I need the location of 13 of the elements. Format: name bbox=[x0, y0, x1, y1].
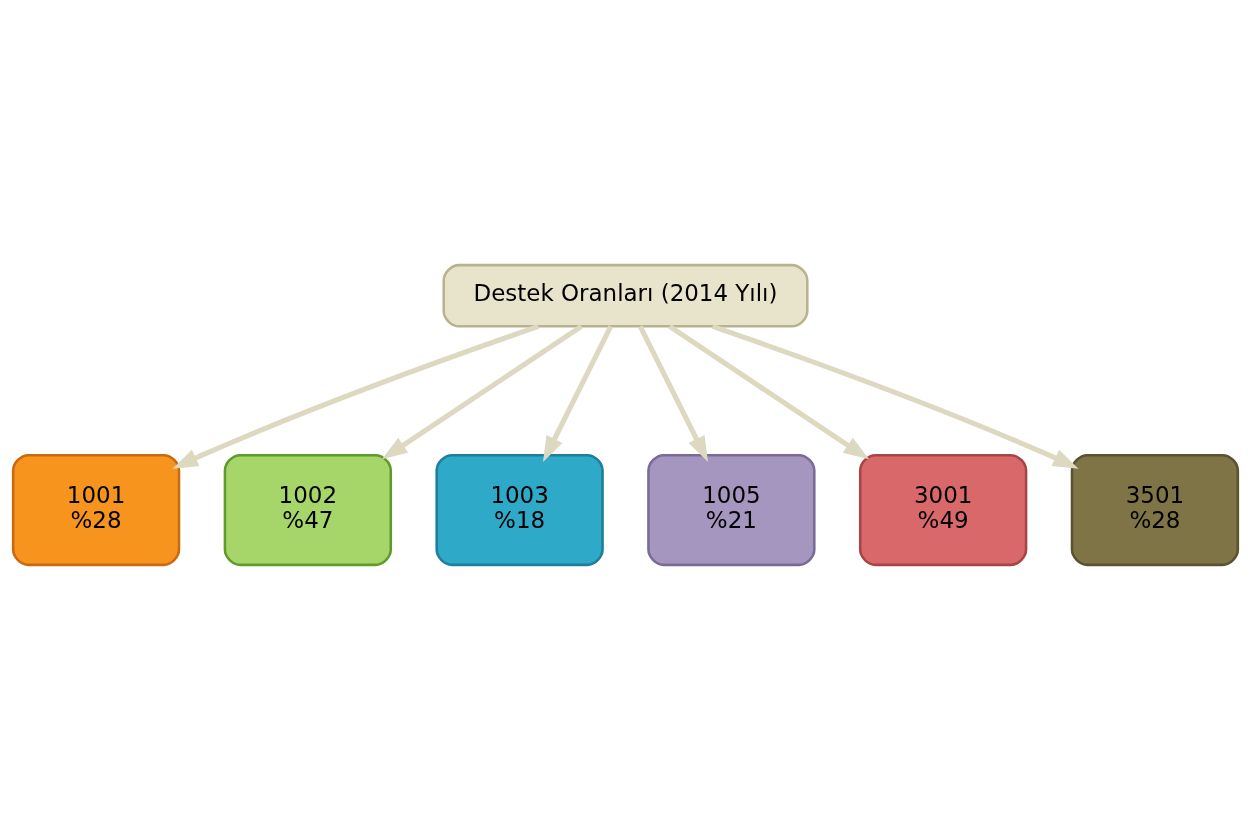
arrow bbox=[668, 323, 870, 459]
node-box: 3501 %28 bbox=[1070, 453, 1240, 566]
node-box: Destek Oranları (2014 Yılı) bbox=[442, 263, 809, 328]
arrow bbox=[637, 324, 708, 462]
node-box: 1005 %21 bbox=[647, 453, 816, 566]
node-box: 1001 %28 bbox=[11, 453, 181, 566]
node-box: 3001 %49 bbox=[858, 453, 1028, 566]
arrow bbox=[172, 323, 540, 469]
arrow bbox=[543, 324, 614, 462]
node-box: 1003 %18 bbox=[435, 453, 604, 566]
arrow bbox=[381, 323, 583, 459]
arrow bbox=[711, 323, 1079, 469]
node-box: 1002 %47 bbox=[223, 453, 393, 566]
